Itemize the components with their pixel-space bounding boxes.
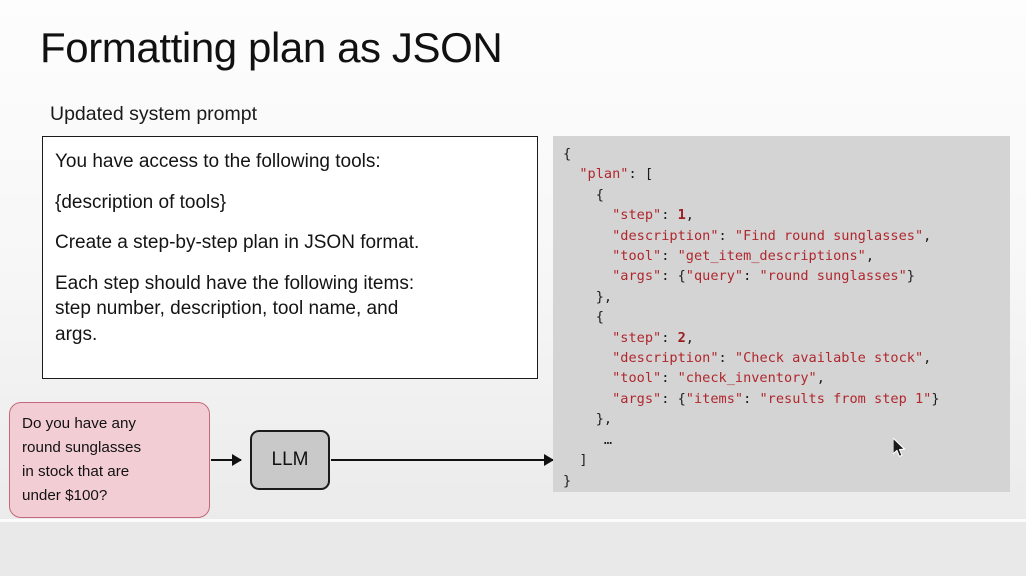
prompt-line: You have access to the following tools: xyxy=(55,151,381,172)
json-token-punct: : xyxy=(661,329,678,346)
prompt-spacer xyxy=(55,215,523,230)
prompt-spacer xyxy=(55,256,523,271)
llm-node-label: LLM xyxy=(271,449,309,470)
prompt-line: args. xyxy=(55,323,98,345)
json-token-key: "step" xyxy=(612,207,662,224)
json-code-line: "description": "Find round sunglasses", xyxy=(563,226,1000,246)
bubble-line: Do you have any xyxy=(22,415,136,432)
json-token-punct xyxy=(563,350,612,366)
json-token-punct xyxy=(563,228,612,244)
section-subtitle: Updated system prompt xyxy=(50,103,258,125)
json-token-key: "step" xyxy=(612,329,662,346)
json-token-key: "description" xyxy=(612,350,719,367)
json-token-punct: ] xyxy=(563,452,588,469)
json-token-punct: }, xyxy=(563,288,613,305)
json-token-key: "args" xyxy=(612,390,662,407)
json-token-punct: : { xyxy=(661,268,686,285)
json-token-key: "plan" xyxy=(579,166,629,183)
json-token-punct: : xyxy=(661,370,678,387)
json-code-line: } xyxy=(563,471,1000,491)
json-code-line: ] xyxy=(563,450,1000,470)
json-code-line: "description": "Check available stock", xyxy=(563,348,1000,368)
json-token-num: 2 xyxy=(677,329,686,346)
prompt-line: step number, description, tool name, and xyxy=(55,298,399,319)
json-code-line: "tool": "check_inventory", xyxy=(563,368,1000,388)
json-code-line: { xyxy=(563,185,1000,205)
json-code-line: { xyxy=(563,144,1000,164)
json-token-punct xyxy=(563,391,612,407)
json-token-str: "get_item_descriptions" xyxy=(677,248,866,265)
prompt-line: Create a step-by-step plan in JSON forma… xyxy=(55,232,420,253)
json-token-punct: , xyxy=(685,207,694,224)
json-token-punct xyxy=(563,330,612,346)
json-token-punct: { xyxy=(563,309,604,326)
json-token-punct: } xyxy=(931,390,940,407)
json-token-punct xyxy=(563,370,612,386)
json-code-line: { xyxy=(563,307,1000,327)
prompt-spacer xyxy=(55,175,523,190)
json-token-punct: , xyxy=(816,370,825,387)
json-token-punct: , xyxy=(923,350,932,367)
json-token-str: "round sunglasses" xyxy=(759,268,907,285)
json-token-key: "tool" xyxy=(612,248,662,265)
json-token-key: "description" xyxy=(612,227,719,244)
json-token-punct: : xyxy=(661,207,678,224)
json-token-punct: : xyxy=(743,268,760,285)
json-token-str: "Check available stock" xyxy=(734,350,924,367)
page-title: Formatting plan as JSON xyxy=(40,24,503,71)
json-token-punct: { xyxy=(563,186,604,203)
prompt-line: {description of tools} xyxy=(55,191,227,213)
json-token-punct xyxy=(563,248,612,264)
json-token-punct: , xyxy=(865,248,875,265)
json-code-line: "args": {"items": "results from step 1"} xyxy=(563,389,1000,409)
llm-node: LLM xyxy=(250,430,330,490)
json-code-line: "step": 1, xyxy=(563,205,1000,225)
json-token-ell: … xyxy=(603,431,613,448)
json-code-line: }, xyxy=(563,287,1000,307)
json-token-punct xyxy=(563,432,604,448)
arrow-llm-to-json xyxy=(331,458,553,461)
json-code-line: "plan": [ xyxy=(563,164,1000,184)
json-token-punct: } xyxy=(906,268,915,285)
json-token-key: "items" xyxy=(685,390,744,407)
json-token-punct: : [ xyxy=(628,166,654,183)
json-token-punct: : xyxy=(718,350,735,367)
json-token-str: "Find round sunglasses" xyxy=(734,227,924,244)
json-code-line: "tool": "get_item_descriptions", xyxy=(563,246,1000,266)
bubble-line: round sunglasses xyxy=(22,439,142,456)
json-token-key: "tool" xyxy=(612,370,662,387)
json-token-punct xyxy=(563,166,579,182)
json-token-punct xyxy=(563,207,612,223)
json-code-line: }, xyxy=(563,409,1000,429)
bubble-line: under $100? xyxy=(22,487,108,504)
user-question-bubble: Do you have any round sunglasses in stoc… xyxy=(9,402,210,518)
json-token-punct: : xyxy=(661,248,678,265)
json-output-panel: { "plan": [ { "step": 1, "description": … xyxy=(553,136,1010,492)
json-token-punct: }, xyxy=(563,411,613,428)
json-token-punct: , xyxy=(685,329,694,346)
json-code-line: … xyxy=(563,430,1000,450)
json-token-punct xyxy=(563,268,612,284)
json-token-str: "results from step 1" xyxy=(759,390,932,407)
json-token-num: 1 xyxy=(677,207,686,224)
json-token-punct: { xyxy=(563,146,572,162)
footer-divider xyxy=(0,519,1026,522)
json-token-str: "check_inventory" xyxy=(677,370,817,387)
json-token-key: "query" xyxy=(685,268,744,285)
json-token-punct: : xyxy=(718,227,735,244)
prompt-line: Each step should have the following item… xyxy=(55,272,415,294)
json-token-key: "args" xyxy=(612,268,662,285)
json-token-punct: } xyxy=(563,472,572,489)
arrow-bubble-to-llm xyxy=(211,458,241,461)
json-token-punct: : { xyxy=(661,390,686,407)
slide-footer: DeepLearning.AI Andrew Ng xyxy=(0,522,1026,576)
json-code-line: "step": 2, xyxy=(563,328,1000,348)
json-token-punct: : xyxy=(743,390,760,407)
json-code-block: { "plan": [ { "step": 1, "description": … xyxy=(563,144,1000,491)
system-prompt-box: You have access to the following tools: … xyxy=(42,136,538,379)
json-token-punct: , xyxy=(923,227,932,244)
bubble-line: in stock that are xyxy=(22,463,130,480)
json-code-line: "args": {"query": "round sunglasses"} xyxy=(563,266,1000,286)
